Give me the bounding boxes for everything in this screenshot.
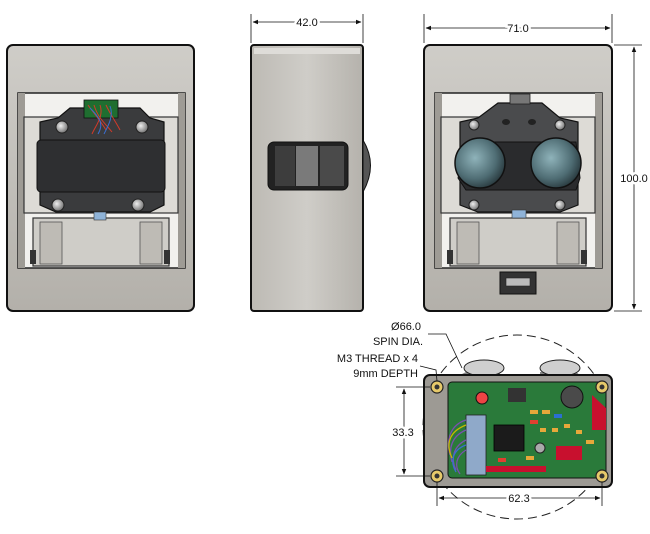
dim-spin-diameter: Ø66.0	[391, 321, 421, 333]
side-view	[250, 44, 371, 312]
front-screw-icon	[55, 120, 69, 134]
dim-thread-depth: 9mm DEPTH	[353, 368, 418, 380]
dimension-labels: 42.0 71.0 100.0 Ø66.0 SPIN DIA. M3 THREA…	[294, 15, 650, 508]
dim-hole-spacing-horizontal: 62.3	[508, 493, 529, 505]
dim-rear-width: 71.0	[507, 23, 528, 35]
front-view	[6, 44, 195, 312]
lens-right	[530, 137, 582, 189]
pcb-connector	[465, 414, 487, 476]
pcb-chip	[493, 424, 525, 452]
dim-hole-spacing-vertical: 33.3	[392, 427, 413, 439]
dim-thread-label: M3 THREAD x 4	[337, 353, 418, 365]
dimension-lines	[250, 14, 642, 506]
side-lens-protrusion	[362, 138, 371, 194]
rear-view	[423, 44, 613, 312]
pcb-view	[422, 334, 613, 520]
dim-side-width: 42.0	[296, 17, 317, 29]
front-screw-icon	[135, 120, 149, 134]
dim-height: 100.0	[620, 173, 648, 185]
front-screw-icon	[131, 198, 145, 212]
lens-left	[454, 137, 506, 189]
front-screw-icon	[51, 198, 65, 212]
dim-spin-label: SPIN DIA.	[373, 336, 423, 348]
